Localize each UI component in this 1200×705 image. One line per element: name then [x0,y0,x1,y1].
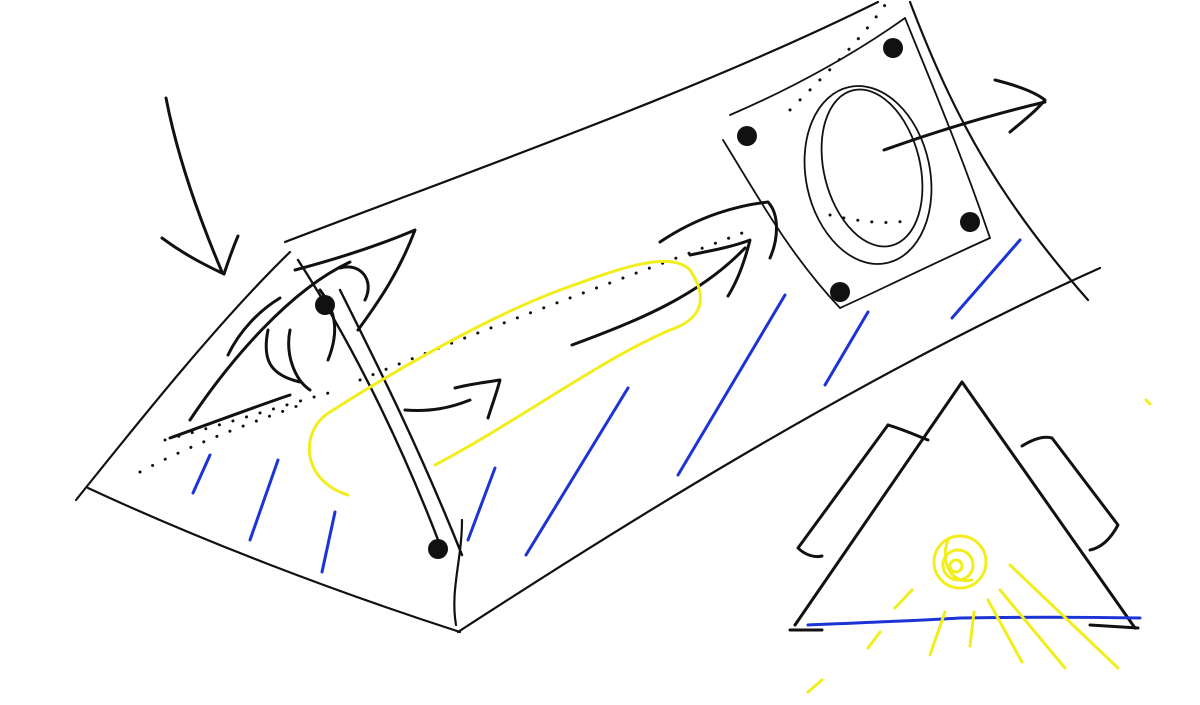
bolt-dot [960,212,980,232]
bolt-dot [883,38,903,58]
bolt-dot [737,126,757,146]
triangle-light-symbol [788,380,1140,632]
strap-band [296,258,464,557]
dotted-seam-lines [138,3,912,474]
port-plate [722,17,991,309]
light-bulb-icon [932,534,988,590]
blue-shading [191,238,1022,574]
yellow-highlight-loop [307,259,702,497]
left-bracket-shape [168,228,417,440]
duct-panel-outline [74,0,1102,634]
incoming-arrow [160,96,240,276]
outgoing-arrow [882,78,1047,152]
triangle-baseline [806,615,1142,627]
flow-arrow-small [403,378,502,420]
light-rays [806,398,1152,694]
bolt-dot [315,295,335,315]
flow-arrow-long [570,200,778,347]
bolts [315,38,980,559]
bolt-dot [428,539,448,559]
bolt-dot [830,282,850,302]
